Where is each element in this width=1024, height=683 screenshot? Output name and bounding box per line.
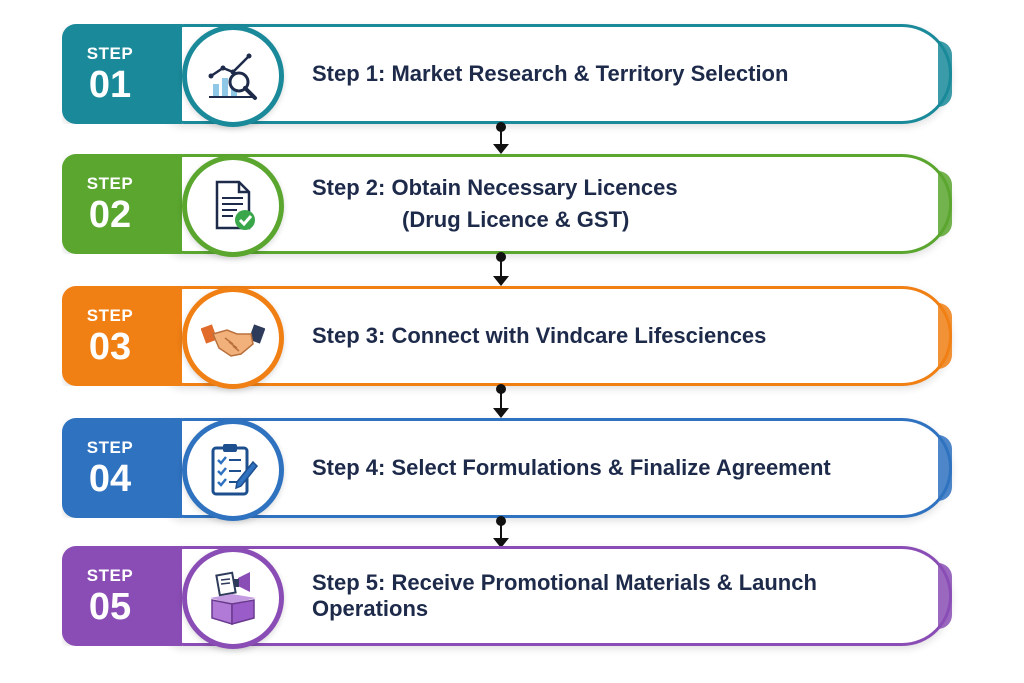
step-4-text-block: Step 4: Select Formulations & Finalize A…: [312, 418, 938, 518]
connector-dot: [496, 516, 506, 526]
step-3-badge: STEP 03: [62, 286, 182, 386]
step-2-badge: STEP 02: [62, 154, 182, 254]
connector-dot: [496, 384, 506, 394]
step-2: STEP 02 Step 2: Obtain Necessary Licence…: [62, 154, 952, 257]
arrow-down-icon: [493, 276, 509, 286]
arrow-down-icon: [493, 538, 509, 548]
step-5-number: 05: [88, 586, 132, 628]
step-3-number: 03: [88, 326, 132, 368]
step-2-label: STEP: [86, 174, 134, 193]
connector-1-2: [493, 122, 509, 154]
step-4: STEP 04 Step 4: Select Formulations & Fi…: [62, 418, 952, 521]
step-3-title: Step 3: Connect with Vindcare Lifescienc…: [312, 323, 767, 348]
step-5-label: STEP: [86, 566, 134, 585]
promo-box-icon: [182, 547, 284, 649]
market-research-icon: [182, 25, 284, 127]
step-1-number: 01: [88, 64, 132, 106]
connector-line: [500, 258, 502, 278]
step-1-label: STEP: [86, 44, 134, 63]
clipboard-checklist-icon: [182, 419, 284, 521]
step-2-subtitle: (Drug Licence & GST): [402, 207, 630, 232]
step-5-badge: STEP 05: [62, 546, 182, 646]
step-4-badge: STEP 04: [62, 418, 182, 518]
step-1-text-block: Step 1: Market Research & Territory Sele…: [312, 24, 938, 124]
step-4-label: STEP: [86, 438, 134, 457]
licence-document-icon: [182, 155, 284, 257]
connector-4-5: [493, 516, 509, 548]
step-1-title: Step 1: Market Research & Territory Sele…: [312, 61, 789, 86]
connector-dot: [496, 122, 506, 132]
connector-2-3: [493, 252, 509, 286]
step-4-number: 04: [88, 458, 132, 500]
step-2-text-block: Step 2: Obtain Necessary Licences (Drug …: [312, 154, 938, 254]
step-5-bar: [162, 546, 952, 646]
step-1-badge: STEP 01: [62, 24, 182, 124]
connector-line: [500, 522, 502, 540]
step-1: STEP 01 Step 1: Market Research & Territ…: [62, 24, 952, 127]
step-4-title: Step 4: Select Formulations & Finalize A…: [312, 455, 831, 480]
step-2-number: 02: [88, 194, 132, 236]
connector-3-4: [493, 384, 509, 418]
connector-dot: [496, 252, 506, 262]
connector-line: [500, 128, 502, 146]
step-4-bar: [162, 418, 952, 518]
step-3-label: STEP: [86, 306, 134, 325]
arrow-down-icon: [493, 144, 509, 154]
step-3-bar: [162, 286, 952, 386]
step-5: STEP 05 Step 5: Receive Promotional Mate…: [62, 546, 952, 649]
step-3-text-block: Step 3: Connect with Vindcare Lifescienc…: [312, 286, 938, 386]
step-1-bar: [162, 24, 952, 124]
step-2-bar: [162, 154, 952, 254]
arrow-down-icon: [493, 408, 509, 418]
step-2-title: Step 2: Obtain Necessary Licences: [312, 175, 678, 200]
handshake-icon: [182, 287, 284, 389]
connector-line: [500, 390, 502, 410]
step-5-title: Step 5: Receive Promotional Materials & …: [312, 570, 817, 621]
step-5-text-block: Step 5: Receive Promotional Materials & …: [312, 546, 938, 646]
step-3: STEP 03 Step 3: Connect with Vindcare Li…: [62, 286, 952, 389]
